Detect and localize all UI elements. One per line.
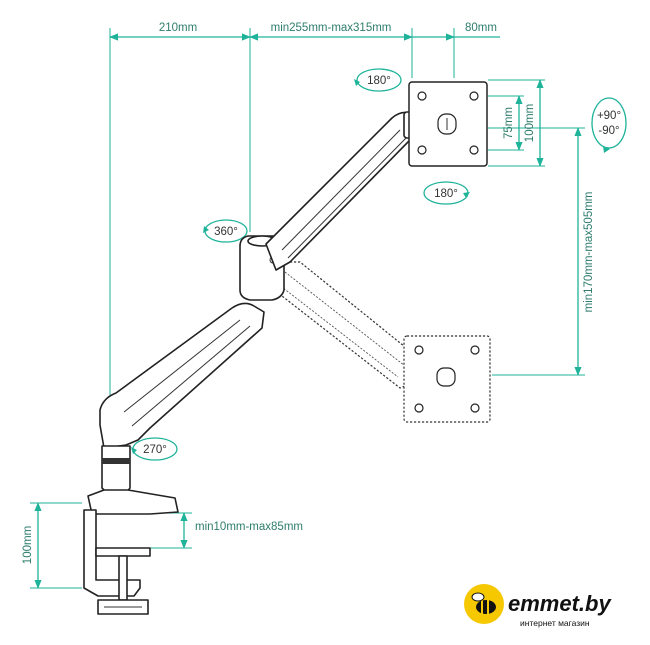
lower-arm-detail [131,325,251,427]
vesa-hole [470,345,480,355]
clamp-screw [118,555,128,601]
clamp-top-plate [87,489,179,515]
label-100: 100mm [524,104,536,142]
clamp-jaw [95,547,151,557]
desk-clamp [83,489,179,615]
lower-arm-detail [123,319,241,413]
base-ring [102,458,130,464]
label-clamp-height: 100mm [22,526,34,564]
rotation-label-tilt-minus: -90° [598,125,619,137]
rotation-label-tilt-plus: +90° [597,110,621,122]
brand-logo: emmet.by интернет магазин [464,584,612,628]
lower-tilt-knob [436,367,456,387]
rotation-arrowhead-icon [354,79,360,86]
rotation-arrow-icon [356,68,402,92]
upper-forearm-detail [287,137,407,259]
lower-forearm-detail [284,271,406,367]
rotation-label-arm-joint: 360° [214,226,238,238]
tilt-arrowhead-icon [603,146,610,153]
lower-arm-segment [99,302,265,449]
vesa-hole [414,403,424,413]
arm-body [99,111,421,499]
rotation-badges: 180° 180° +90° -90° 360° 270° [131,68,627,461]
bee-wing-icon [471,592,485,602]
lower-forearm-detail [277,283,399,378]
rotation-label-base: 270° [143,444,167,456]
upper-forearm [265,111,421,271]
rotation-label-plate-top: 180° [367,75,391,87]
vesa-hole [470,403,480,413]
bee-body-icon [476,600,496,614]
lower-arm-position [267,261,491,423]
brand-name: emmet.by [508,591,612,616]
lower-forearm [267,261,421,389]
label-clamp-thickness: min10mm-max85mm [195,521,303,533]
label-255-315: min255mm-max315mm [271,22,392,34]
rotation-arrowhead-icon [463,192,470,198]
vesa-hole [417,91,427,101]
vesa-hole [469,91,479,101]
vesa-hole [414,345,424,355]
rotation-arrowhead-icon [131,447,137,454]
rotation-label-plate-bottom: 180° [434,188,458,200]
upper-forearm-detail [281,129,401,251]
vesa-hole [469,145,479,155]
vesa-hole [417,145,427,155]
dimension-labels: 210mm min255mm-max315mm 80mm 75mm 100mm … [22,22,595,564]
upper-vesa-plate [408,81,488,167]
dimension-lines [30,28,585,589]
label-80: 80mm [465,22,497,34]
label-75: 75mm [503,107,515,139]
brand-tagline: интернет магазин [520,618,590,628]
label-210: 210mm [159,22,197,34]
tilt-arrow-icon [591,97,627,149]
rotation-arrowhead-icon [203,226,209,233]
label-height-range: min170mm-max505mm [583,192,595,313]
